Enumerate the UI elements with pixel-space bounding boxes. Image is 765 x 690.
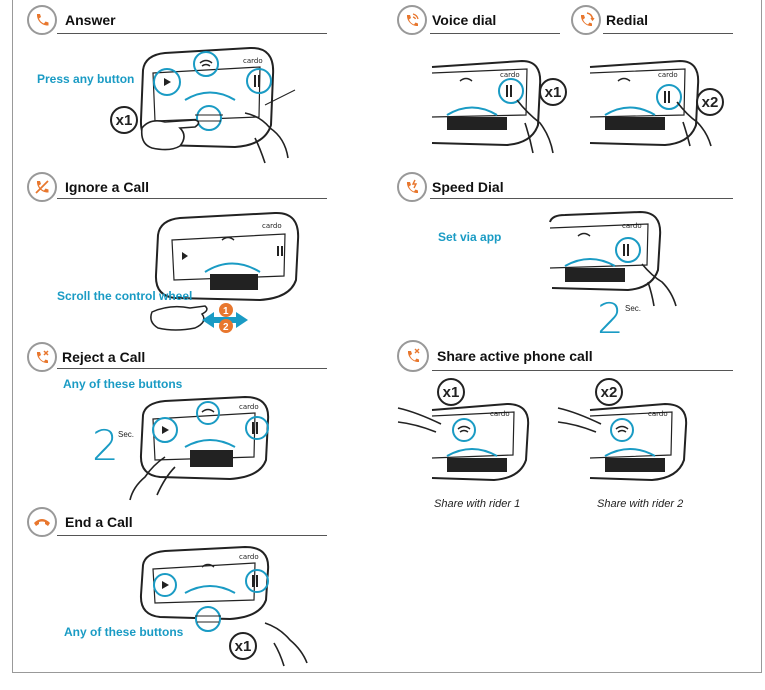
answer-hand-right xyxy=(244,112,289,164)
speed-dial-rule xyxy=(430,198,733,199)
svg-text:cardo: cardo xyxy=(490,410,510,418)
share-rider1-hand xyxy=(397,407,442,433)
redial-press-count: x2 xyxy=(696,88,724,116)
share-caption-rider2: Share with rider 2 xyxy=(597,498,684,510)
ignore-scroll-arrows: 1 2 xyxy=(202,303,248,333)
voice-dial-icon xyxy=(397,5,427,35)
voice-dial-rule xyxy=(430,33,560,34)
redial-header: Redial xyxy=(571,5,648,35)
reject-header: Reject a Call xyxy=(27,342,145,372)
phone-ignore-icon xyxy=(27,172,57,202)
redial-icon xyxy=(571,5,601,35)
speed-dial-icon xyxy=(397,172,427,202)
ignore-step-2: 2 xyxy=(223,322,229,333)
voice-dial-title: Voice dial xyxy=(432,12,497,28)
redial-rule xyxy=(603,33,733,34)
svg-text:cardo: cardo xyxy=(622,222,642,230)
end-title: End a Call xyxy=(65,514,133,530)
svg-text:cardo: cardo xyxy=(658,71,678,79)
ignore-title: Ignore a Call xyxy=(65,179,150,195)
share-header: Share active phone call xyxy=(397,340,593,372)
svg-text:cardo: cardo xyxy=(239,553,259,561)
reject-title: Reject a Call xyxy=(62,349,146,365)
reject-device-illustration: cardo xyxy=(139,395,270,481)
answer-header: Answer xyxy=(27,5,116,35)
end-press-count: x1 xyxy=(229,632,257,660)
share-caption-rider1: Share with rider 1 xyxy=(434,498,521,510)
ignore-step-1: 1 xyxy=(223,306,229,317)
voice-dial-device-illustration: cardo xyxy=(431,59,542,147)
share-title: Share active phone call xyxy=(437,348,593,364)
speed-dial-hand xyxy=(641,263,677,307)
speed-dial-sec-unit: Sec. xyxy=(625,304,642,313)
phone-end-icon xyxy=(27,507,57,537)
speed-dial-device-illustration: cardo xyxy=(549,210,662,292)
answer-hand-left xyxy=(140,119,200,151)
share-rider1-device-illustration: cardo xyxy=(431,402,530,482)
speed-dial-header: Speed Dial xyxy=(397,172,504,202)
end-header: End a Call xyxy=(27,507,133,537)
speed-dial-label: Set via app xyxy=(438,230,502,244)
answer-label: Press any button xyxy=(37,72,135,86)
share-rider2-device-illustration: cardo xyxy=(589,402,688,482)
cardo-logo: cardo xyxy=(243,57,263,65)
phone-answer-icon xyxy=(27,5,57,35)
voice-dial-header: Voice dial xyxy=(397,5,496,35)
reject-seconds: 2 xyxy=(92,421,119,470)
voice-dial-hand xyxy=(516,99,554,154)
end-hand xyxy=(264,622,308,667)
redial-hand xyxy=(676,101,712,147)
redial-device-illustration: cardo xyxy=(589,59,700,147)
svg-text:cardo: cardo xyxy=(648,410,668,418)
share-call-icon xyxy=(397,340,429,372)
speed-dial-seconds: 2 xyxy=(597,294,624,343)
svg-text:cardo: cardo xyxy=(500,71,520,79)
svg-text:cardo: cardo xyxy=(262,222,282,230)
voice-dial-press-count: x1 xyxy=(539,78,567,106)
answer-rule xyxy=(57,33,327,34)
phone-reject-icon xyxy=(27,342,57,372)
share-rider1-press-count: x1 xyxy=(437,378,465,406)
share-rule xyxy=(432,370,733,371)
reject-hand xyxy=(129,456,176,501)
svg-text:cardo: cardo xyxy=(239,403,259,411)
answer-title: Answer xyxy=(65,12,116,28)
share-rider2-hand xyxy=(557,407,602,433)
share-rider2-press-count: x2 xyxy=(595,378,623,406)
reject-label: Any of these buttons xyxy=(63,377,183,391)
ignore-rule xyxy=(57,198,327,199)
end-rule xyxy=(57,535,327,536)
end-device-illustration: cardo xyxy=(139,545,270,632)
ignore-device-illustration: cardo xyxy=(154,211,300,302)
ignore-header: Ignore a Call xyxy=(27,172,149,202)
answer-press-count: x1 xyxy=(110,106,138,134)
speed-dial-title: Speed Dial xyxy=(432,179,504,195)
end-label: Any of these buttons xyxy=(64,625,184,639)
reject-sec-unit: Sec. xyxy=(118,430,135,439)
reject-rule xyxy=(57,368,327,369)
manual-frame xyxy=(12,0,762,673)
ignore-label: Scroll the control wheel xyxy=(57,289,193,303)
redial-title: Redial xyxy=(606,12,649,28)
